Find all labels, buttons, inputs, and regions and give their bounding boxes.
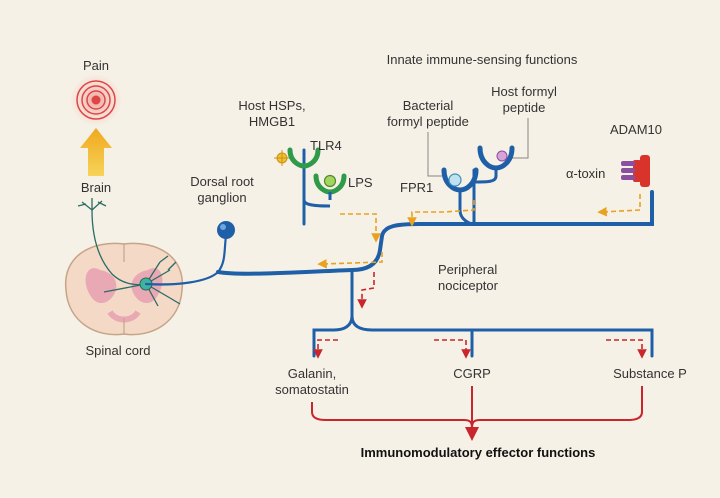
convergence-left	[311, 402, 473, 429]
ascending-pain-arrow-icon	[80, 128, 112, 176]
host-formyl-peptide-icon	[496, 150, 508, 162]
afferent-arrow-central	[317, 252, 383, 269]
host-formyl-label-line2: peptide	[503, 100, 546, 115]
fpr1-label: FPR1	[400, 180, 433, 195]
peripheral-nociceptor-label-line1: Peripheral	[438, 262, 497, 277]
drg-label-line1: Dorsal root	[190, 174, 254, 189]
host-formyl-stem	[473, 168, 498, 184]
efferent-arrow-substance-p	[606, 339, 647, 359]
lps-label: LPS	[348, 175, 373, 190]
host-hsps-label-line2: HMGB1	[249, 114, 295, 129]
substance-p-label: Substance P	[613, 366, 687, 381]
hsp-ligand-icon	[274, 150, 290, 166]
afferent-arrow-tlr4	[340, 213, 381, 243]
convergence-right	[471, 386, 643, 429]
host-formyl-receptor-icon	[477, 145, 515, 171]
fpr1-branch	[458, 209, 475, 226]
afferent-signal-arrows	[317, 194, 641, 269]
host-hsps-label-line1: Host HSPs,	[238, 98, 305, 113]
dorsal-root-ganglion-icon	[217, 221, 235, 239]
efferent-signal-arrows	[313, 272, 647, 359]
brain-label: Brain	[81, 180, 111, 195]
alpha-toxin-label: α-toxin	[566, 166, 605, 181]
drg-highlight-icon	[220, 224, 226, 230]
galanin-label-line2: somatostatin	[275, 382, 349, 397]
host-formyl-label-line1: Host formyl	[491, 84, 557, 99]
bacterial-formyl-peptide-icon	[448, 173, 462, 187]
tlr4-label: TLR4	[310, 138, 342, 153]
galanin-label-line1: Galanin,	[288, 366, 336, 381]
innate-immune-title: Innate immune-sensing functions	[387, 52, 578, 67]
lps-ligand-icon	[323, 174, 337, 188]
tlr4-receptor-upper-icon	[287, 147, 321, 169]
cgrp-label: CGRP	[453, 366, 491, 381]
bacterial-formyl-pointer	[427, 132, 446, 177]
pain-target-icon	[71, 75, 121, 125]
effector-functions-label: Immunomodulatory effector functions	[361, 445, 596, 460]
efferent-arrow-down	[357, 272, 375, 309]
spinal-cord-label: Spinal cord	[85, 343, 150, 358]
efferent-arrow-cgrp	[434, 339, 471, 359]
efferent-arrow-galanin	[313, 339, 338, 359]
pain-label: Pain	[83, 58, 109, 73]
adam10-receptor-icon	[633, 155, 650, 187]
adam10-label: ADAM10	[610, 122, 662, 137]
host-formyl-pointer	[508, 118, 529, 159]
tlr4-branch	[302, 199, 331, 208]
bacterial-formyl-label-line1: Bacterial	[403, 98, 454, 113]
effector-convergence-arrows	[311, 386, 643, 441]
spinal-cord-icon	[64, 242, 184, 336]
bacterial-formyl-label-line2: formyl peptide	[387, 114, 469, 129]
afferent-arrow-fpr1	[407, 200, 475, 227]
nociceptor-axon	[144, 148, 654, 358]
alpha-toxin-icon	[621, 161, 635, 180]
afferent-arrow-adam10	[597, 194, 641, 217]
drg-label-line2: ganglion	[197, 190, 246, 205]
peripheral-nociceptor-label-line2: nociceptor	[438, 278, 499, 293]
